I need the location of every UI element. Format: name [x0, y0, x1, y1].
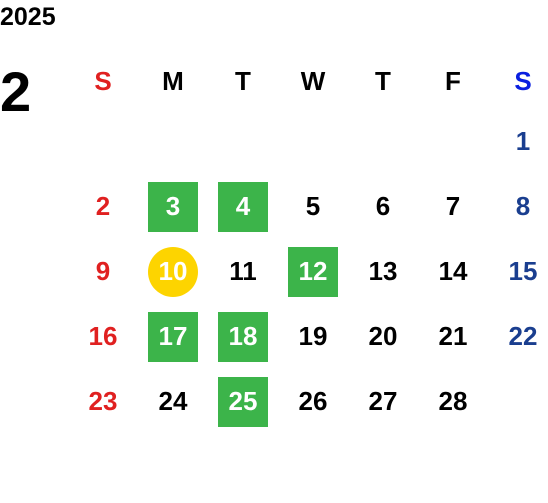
day-cell-11[interactable]: 11	[208, 239, 278, 304]
day-cell-9[interactable]: 9	[68, 239, 138, 304]
day-number: 13	[368, 256, 398, 286]
day-number: 27	[368, 386, 398, 416]
weekday-header-mon: M	[162, 65, 184, 96]
weekday-header-wed: W	[300, 65, 326, 96]
day-cell-18[interactable]: 18	[208, 304, 278, 369]
empty-day-cell	[488, 369, 548, 434]
empty-day-cell	[348, 109, 418, 174]
day-number: 8	[515, 191, 531, 221]
day-number: 1	[515, 126, 531, 156]
day-number: 22	[508, 321, 538, 351]
day-number: 14	[438, 256, 468, 286]
day-cell-16[interactable]: 16	[68, 304, 138, 369]
empty-day-cell	[418, 109, 488, 174]
weekday-header-tue: T	[235, 65, 251, 96]
day-cell-19[interactable]: 19	[278, 304, 348, 369]
day-cell-12[interactable]: 12	[278, 239, 348, 304]
day-cell-1[interactable]: 1	[488, 109, 548, 174]
day-cell-8[interactable]: 8	[488, 174, 548, 239]
day-cell-17[interactable]: 17	[138, 304, 208, 369]
day-cell-27[interactable]: 27	[348, 369, 418, 434]
day-cell-28[interactable]: 28	[418, 369, 488, 434]
day-number: 17	[148, 311, 198, 362]
day-number: 5	[305, 191, 321, 221]
day-number: 2	[95, 191, 111, 221]
day-cell-23[interactable]: 23	[68, 369, 138, 434]
day-cell-25[interactable]: 25	[208, 369, 278, 434]
weekday-header-fri: F	[445, 65, 461, 96]
day-number: 26	[298, 386, 328, 416]
day-cell-20[interactable]: 20	[348, 304, 418, 369]
day-number: 20	[368, 321, 398, 351]
day-number: 16	[88, 321, 118, 351]
day-cell-24[interactable]: 24	[138, 369, 208, 434]
day-number: 18	[218, 311, 268, 362]
day-number: 4	[218, 181, 268, 232]
day-number: 10	[148, 246, 198, 297]
day-number: 28	[438, 386, 468, 416]
month-label: 2	[0, 60, 32, 123]
day-number: 25	[218, 376, 268, 427]
day-cell-5[interactable]: 5	[278, 174, 348, 239]
day-cell-2[interactable]: 2	[68, 174, 138, 239]
day-cell-22[interactable]: 22	[488, 304, 548, 369]
empty-day-cell	[138, 109, 208, 174]
day-cell-26[interactable]: 26	[278, 369, 348, 434]
weekday-header-thu: T	[375, 65, 391, 96]
empty-day-cell	[68, 109, 138, 174]
day-cell-3[interactable]: 3	[138, 174, 208, 239]
day-number: 12	[288, 246, 338, 297]
day-number: 11	[229, 256, 257, 286]
day-number: 7	[445, 191, 461, 221]
year-label: 2025	[0, 3, 56, 31]
day-cell-6[interactable]: 6	[348, 174, 418, 239]
day-number: 9	[95, 256, 111, 286]
day-cell-10[interactable]: 10	[138, 239, 208, 304]
day-number: 15	[508, 256, 538, 286]
day-cell-21[interactable]: 21	[418, 304, 488, 369]
day-number: 3	[148, 181, 198, 232]
day-cell-14[interactable]: 14	[418, 239, 488, 304]
day-cell-15[interactable]: 15	[488, 239, 548, 304]
weekday-header-sun: S	[94, 65, 112, 96]
day-cell-7[interactable]: 7	[418, 174, 488, 239]
day-number: 24	[158, 386, 188, 416]
weekday-header-sat: S	[514, 65, 532, 96]
day-number: 19	[298, 321, 328, 351]
day-number: 21	[438, 321, 468, 351]
empty-day-cell	[208, 109, 278, 174]
empty-day-cell	[278, 109, 348, 174]
day-cell-13[interactable]: 13	[348, 239, 418, 304]
day-cell-4[interactable]: 4	[208, 174, 278, 239]
day-number: 6	[375, 191, 391, 221]
day-number: 23	[88, 386, 118, 416]
